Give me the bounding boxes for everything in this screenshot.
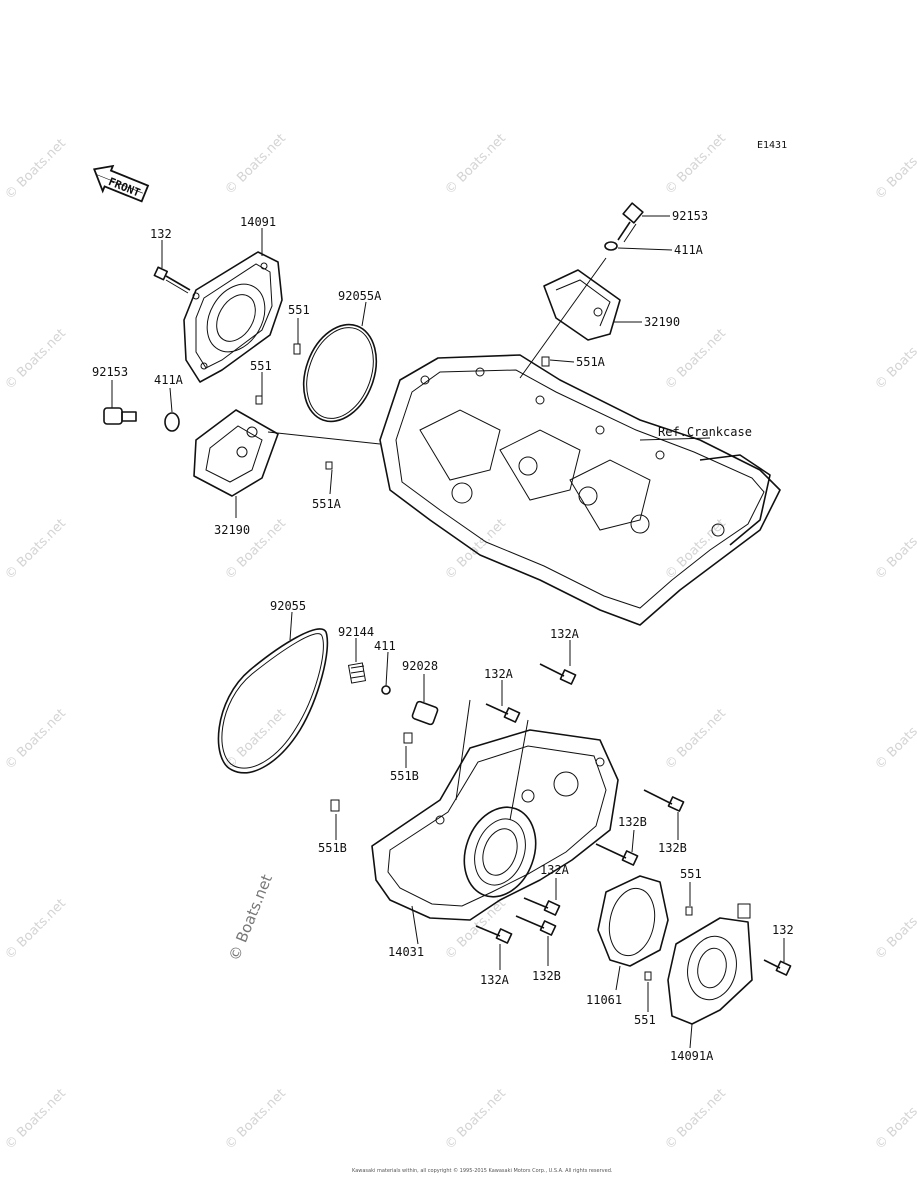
pin-551A-right (541, 356, 550, 367)
plug-92028 (411, 700, 439, 726)
part-label: 411A (154, 373, 184, 387)
part-label: 14031 (388, 945, 424, 959)
watermark: © Boats.net (2, 136, 69, 203)
part-label: 132B (618, 815, 647, 829)
part-label: 132 (150, 227, 172, 241)
part-label: 551 (250, 359, 272, 373)
pin-551B (403, 732, 413, 744)
diagram-code: E1431 (757, 140, 787, 151)
bolt-92153-right (617, 202, 644, 243)
watermark: © Boats.net (872, 136, 917, 203)
bracket-32190-right (543, 269, 621, 341)
o-ring-92055A (302, 323, 378, 423)
part-label: 551B (390, 769, 419, 783)
part-label: 132A (550, 627, 580, 641)
watermark: © Boats.net (872, 516, 917, 583)
ball-411 (381, 685, 391, 695)
watermark: © Boats.net (872, 1086, 917, 1153)
pin-551 (255, 395, 263, 405)
part-label: 132A (480, 973, 510, 987)
watermark: © Boats.net (442, 131, 509, 198)
watermark: © Boats.net (222, 131, 289, 198)
part-label: 132A (484, 667, 514, 681)
bolt-132B-center (595, 843, 639, 866)
part-label: 551B (318, 841, 347, 855)
leader-lines (111, 215, 785, 1049)
pin-551 (685, 906, 693, 916)
bolt-92153-left (103, 407, 137, 425)
o-ring-92055 (217, 628, 329, 774)
watermark-layer: © Boats.net © Boats.net © Boats.net © Bo… (2, 131, 917, 1153)
watermark: © Boats.net (2, 1086, 69, 1153)
bolt-132-bottom-right (763, 959, 792, 976)
watermark: © Boats.net (2, 326, 69, 393)
bolt-132A-upper (539, 663, 577, 685)
part-label: 551 (680, 867, 702, 881)
watermark: © Boats.net (442, 1086, 509, 1153)
watermark: © Boats.net (2, 706, 69, 773)
washer-411A-right (604, 241, 618, 251)
part-label: 132A (540, 863, 570, 877)
part-label: 92144 (338, 625, 374, 639)
part-label: 32190 (214, 523, 250, 537)
pin-551 (644, 971, 652, 981)
spring-92144 (347, 662, 367, 684)
front-arrow-icon: FRONT (93, 164, 150, 203)
part-label: 411 (374, 639, 396, 653)
watermark: © Boats.net (872, 326, 917, 393)
cover-14091 (183, 251, 283, 383)
copyright-text: Kawasaki materials within, all copyright… (352, 1167, 613, 1174)
bolt-132-top (153, 266, 191, 294)
watermark: © Boats.net (662, 516, 729, 583)
part-label: 92055A (338, 289, 382, 303)
pin-551A-left (325, 461, 333, 470)
bolt-132B-right (643, 789, 685, 812)
cover-14031 (371, 729, 619, 921)
part-label: 14091 (240, 215, 276, 229)
part-label: 92153 (672, 209, 708, 223)
part-label: 32190 (644, 315, 680, 329)
watermark-large: © Boats.net (225, 872, 276, 964)
watermark: © Boats.net (2, 896, 69, 963)
pin-551B (330, 799, 340, 812)
part-label: 132B (532, 969, 561, 983)
watermark: © Boats.net (662, 1086, 729, 1153)
part-label: 11061 (586, 993, 622, 1007)
part-label: 92028 (402, 659, 438, 673)
part-label: 132 (772, 923, 794, 937)
watermark: © Boats.net (872, 896, 917, 963)
part-label: 14091A (670, 1049, 714, 1063)
part-label: 92055 (270, 599, 306, 613)
watermark: © Boats.net (662, 706, 729, 773)
part-label: 411A (674, 243, 704, 257)
pin-551 (293, 343, 301, 355)
bolt-132B-lower (515, 915, 557, 936)
gasket-11061 (597, 875, 669, 967)
bolt-132A-lower (523, 897, 561, 916)
crankcase-ref (379, 354, 781, 626)
bolt-132A-mid (485, 703, 521, 723)
ref-label: Ref.Crankcase (658, 425, 752, 439)
watermark: © Boats.net (442, 516, 509, 583)
watermark: © Boats.net (222, 1086, 289, 1153)
part-label: 551A (576, 355, 606, 369)
watermark: © Boats.net (2, 516, 69, 583)
bracket-32190-left (193, 409, 279, 497)
watermark: © Boats.net (222, 706, 289, 773)
part-label: 132B (658, 841, 687, 855)
washer-411A-left (164, 412, 180, 432)
bolt-132A-bottom (475, 925, 513, 944)
part-labels: 132 14091 551 92055A 551 92153 411A 3219… (92, 209, 794, 1063)
part-label: 551 (288, 303, 310, 317)
part-label: 92153 (92, 365, 128, 379)
cover-14091A (667, 903, 753, 1025)
part-label: 551 (634, 1013, 656, 1027)
watermark: © Boats.net (662, 326, 729, 393)
part-label: 551A (312, 497, 342, 511)
watermark: © Boats.net (872, 706, 917, 773)
watermark: © Boats.net (662, 131, 729, 198)
watermark: © Boats.net (442, 896, 509, 963)
